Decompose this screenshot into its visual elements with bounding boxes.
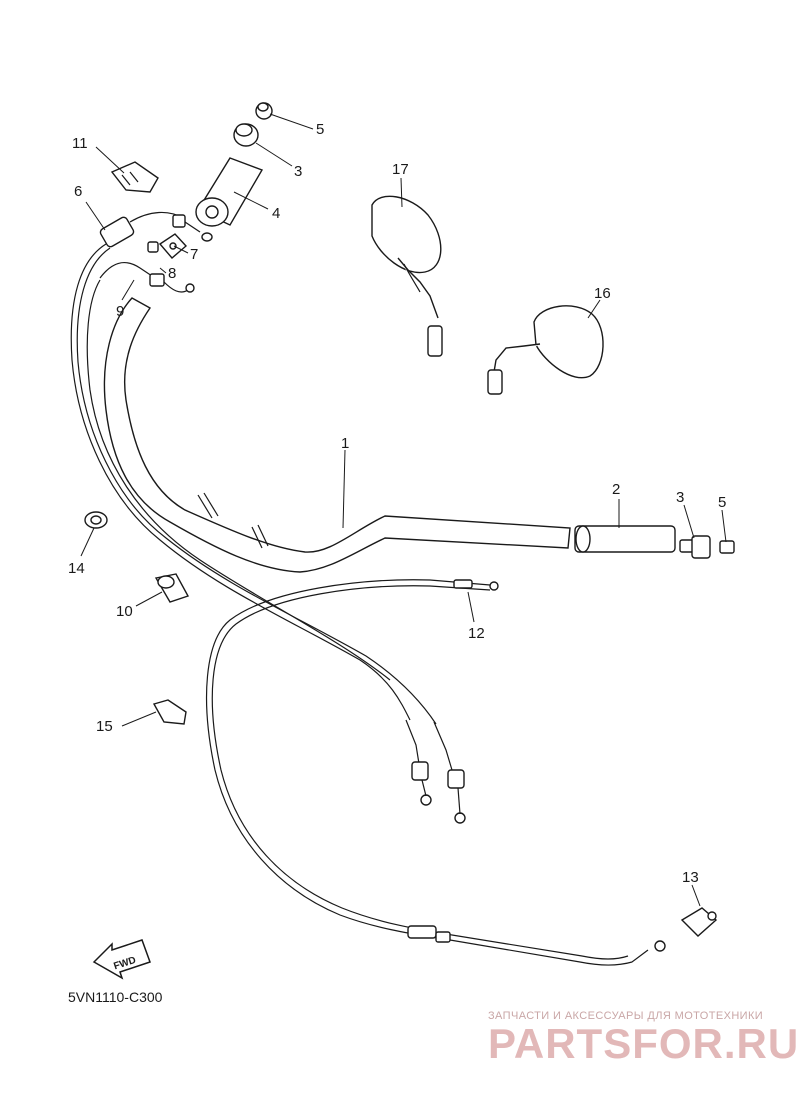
callout-3-right: 3 xyxy=(676,489,684,506)
callout-6: 6 xyxy=(74,183,82,200)
leader-lines xyxy=(80,113,727,907)
grip-end-top[interactable] xyxy=(233,123,259,147)
grip-end-screw-right[interactable] xyxy=(719,540,735,554)
callout-3-top: 3 xyxy=(294,163,302,180)
wire-clamp-15[interactable] xyxy=(152,699,187,725)
callout-14: 14 xyxy=(68,560,85,577)
throttle-grip[interactable] xyxy=(195,157,264,227)
callout-10: 10 xyxy=(116,603,133,620)
callout-7: 7 xyxy=(190,246,198,263)
callout-9: 9 xyxy=(116,303,124,320)
throttle-cable[interactable] xyxy=(70,243,437,725)
wire-clamp-10[interactable] xyxy=(154,573,190,603)
mirror-left[interactable] xyxy=(371,195,443,357)
callout-5-right: 5 xyxy=(718,494,726,511)
cable-holder[interactable] xyxy=(110,161,159,193)
screw[interactable] xyxy=(147,233,188,259)
callout-13: 13 xyxy=(682,869,699,886)
callout-16: 16 xyxy=(594,285,611,302)
callout-12: 12 xyxy=(468,625,485,642)
clutch-switch[interactable] xyxy=(99,261,195,293)
watermark-caption: ЗАПЧАСТИ И АКСЕССУАРЫ ДЛЯ МОТОТЕХНИКИ xyxy=(488,1010,764,1022)
handlebar[interactable] xyxy=(103,297,571,573)
speedometer-cable[interactable] xyxy=(407,907,718,952)
cable-end-left[interactable] xyxy=(405,719,432,806)
callout-5-top: 5 xyxy=(316,121,324,138)
cable-end-right[interactable] xyxy=(433,721,466,824)
watermark-logo: PARTSFOR.RU xyxy=(488,1020,800,1067)
fwd-arrow-icon: FWD xyxy=(92,939,151,980)
wire-clamp-14[interactable] xyxy=(84,511,108,529)
mirror-right[interactable] xyxy=(487,305,604,395)
grip-end-screw-top[interactable] xyxy=(255,102,273,120)
callout-11: 11 xyxy=(72,135,88,152)
callout-15: 15 xyxy=(96,718,113,735)
diagram-code: 5VN1110-C300 xyxy=(68,989,163,1005)
callout-2: 2 xyxy=(612,481,620,498)
throttle-housing[interactable] xyxy=(99,211,213,248)
callout-1: 1 xyxy=(341,435,349,452)
callout-8: 8 xyxy=(168,265,176,282)
right-grip[interactable] xyxy=(574,525,676,553)
callout-17: 17 xyxy=(392,161,409,178)
callout-4: 4 xyxy=(272,205,280,222)
grip-end-right[interactable] xyxy=(679,535,711,559)
